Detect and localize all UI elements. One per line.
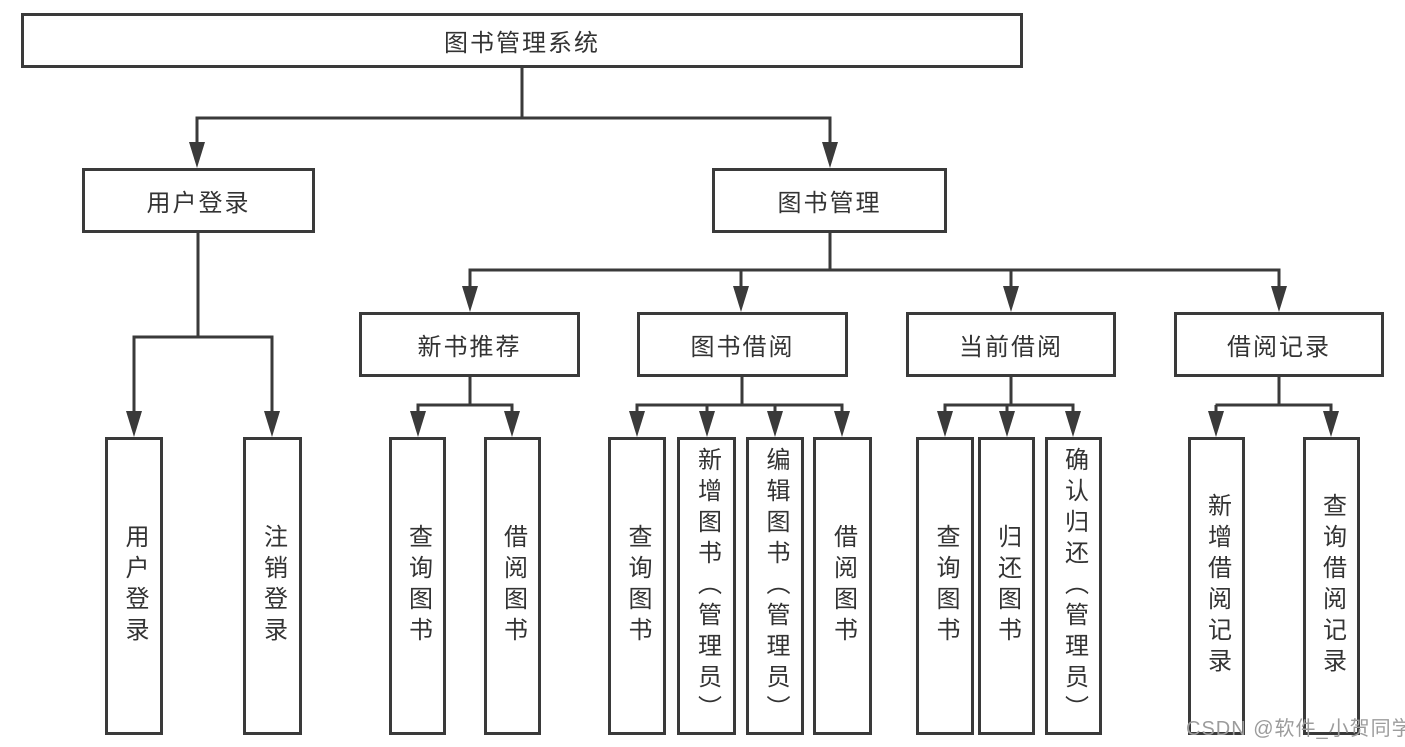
leaf-confirm-return-admin: 确认归还（管理员） [1045,437,1102,735]
node-new-book-recommend: 新书推荐 [359,312,580,377]
leaf-logout: 注销登录 [243,437,302,735]
leaf-edit-book-admin: 编辑图书（管理员） [746,437,804,735]
leaf-query-books-recommend: 查询图书 [389,437,446,735]
leaf-borrow-books-recommend: 借阅图书 [484,437,541,735]
node-user-login: 用户登录 [82,168,315,233]
node-borrow-records: 借阅记录 [1174,312,1384,377]
leaf-query-books-borrow: 查询图书 [608,437,666,735]
csdn-watermark: CSDN @软件_小贺同学 [1186,718,1405,740]
leaf-query-borrow-record: 查询借阅记录 [1303,437,1360,735]
leaf-borrow-books-borrow: 借阅图书 [813,437,872,735]
leaf-query-books-current: 查询图书 [916,437,974,735]
leaf-add-borrow-record: 新增借阅记录 [1188,437,1245,735]
node-current-borrow: 当前借阅 [906,312,1116,377]
leaf-user-login: 用户登录 [105,437,163,735]
leaf-return-book: 归还图书 [978,437,1035,735]
node-root: 图书管理系统 [21,13,1023,68]
leaf-add-book-admin: 新增图书（管理员） [677,437,736,735]
node-book-management: 图书管理 [712,168,947,233]
node-book-borrow: 图书借阅 [637,312,848,377]
